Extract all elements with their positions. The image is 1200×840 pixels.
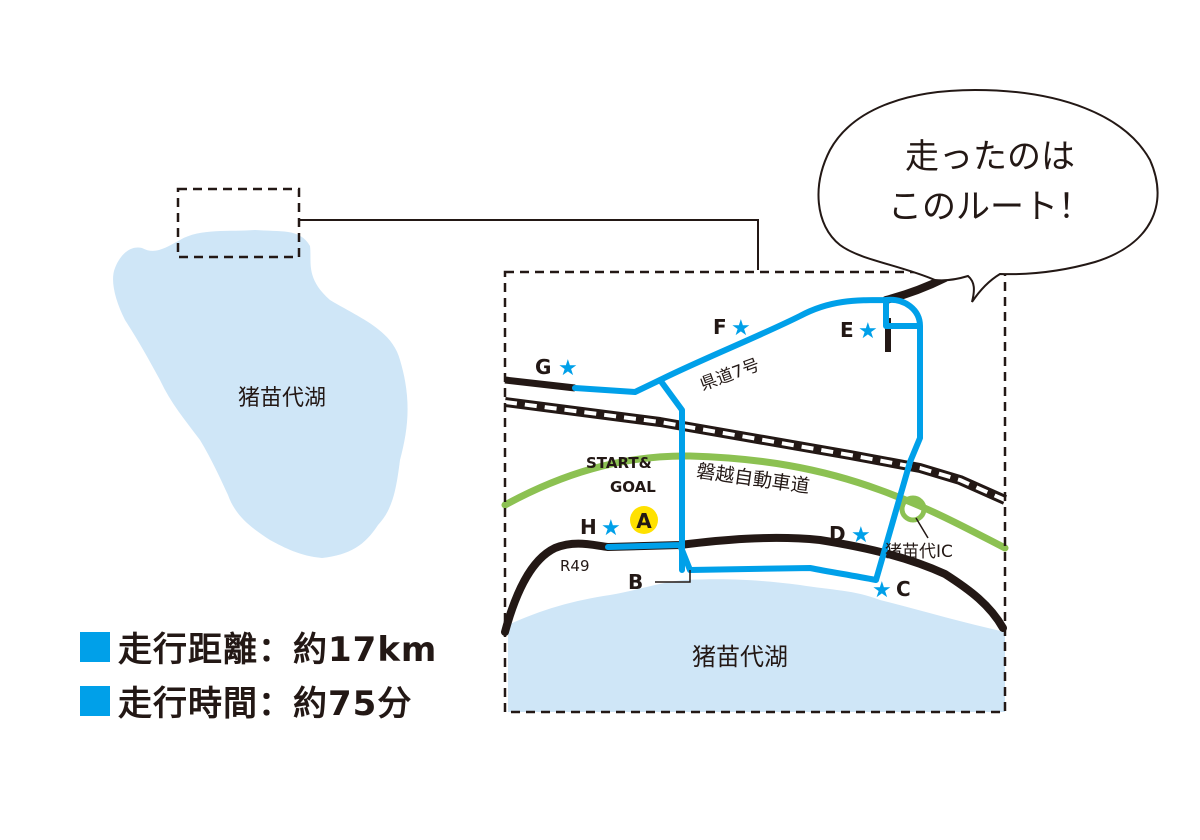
point-f-label: F <box>713 315 727 339</box>
legend-distance-swatch <box>80 631 110 662</box>
point-g-star-icon: ★ <box>558 356 578 381</box>
point-f-star-icon: ★ <box>731 316 751 341</box>
start-goal-label-line2: GOAL <box>610 478 656 496</box>
start-goal-marker <box>630 506 658 534</box>
legend-distance-text: 走行距離：約17km <box>118 630 438 670</box>
road-west <box>504 376 576 392</box>
legend-distance: 走行距離：約17km <box>80 622 437 671</box>
speech-bubble <box>817 88 1159 303</box>
interchange-loop <box>899 495 927 523</box>
detail-lake <box>508 579 1005 712</box>
road-northeast <box>882 274 949 304</box>
cycling-route <box>572 296 923 583</box>
overview-lake <box>113 230 408 558</box>
interchange-label: 猪苗代IC <box>885 542 953 562</box>
start-goal-label-line1: START& <box>586 454 652 472</box>
national-route-label: R49 <box>560 557 590 575</box>
point-e-label: E <box>840 318 854 342</box>
point-d-label: D <box>829 522 846 546</box>
overview-lake-label: 猪苗代湖 <box>238 386 326 411</box>
detail-lake-label: 猪苗代湖 <box>692 643 788 671</box>
point-d-star-icon: ★ <box>851 523 871 548</box>
legend-time-swatch <box>80 685 110 716</box>
point-h-star-icon: ★ <box>601 516 621 541</box>
interchange-leader <box>915 517 929 539</box>
point-b-label: B <box>628 570 643 594</box>
speech-bubble-line2: このルート！ <box>888 187 1092 227</box>
start-goal-marker-letter: A <box>636 509 652 533</box>
point-h-label: H <box>580 515 597 539</box>
road-national-route <box>501 533 1007 636</box>
point-c-label: C <box>896 577 911 601</box>
speech-bubble-line1: 走ったのは <box>905 137 1075 177</box>
expressway <box>501 452 1009 552</box>
point-c-star-icon: ★ <box>872 578 892 603</box>
b-leader <box>655 570 691 583</box>
legend-time: 走行時間：約75分 <box>80 676 412 725</box>
railway-dashes <box>504 400 1006 502</box>
point-g-label: G <box>535 355 551 379</box>
overview-zoom-box <box>176 187 301 259</box>
legend-time-text: 走行時間：約75分 <box>118 684 413 724</box>
point-e-star-icon: ★ <box>858 319 878 344</box>
detail-zoom-box <box>503 270 1007 714</box>
zoom-connector-line <box>299 219 759 270</box>
